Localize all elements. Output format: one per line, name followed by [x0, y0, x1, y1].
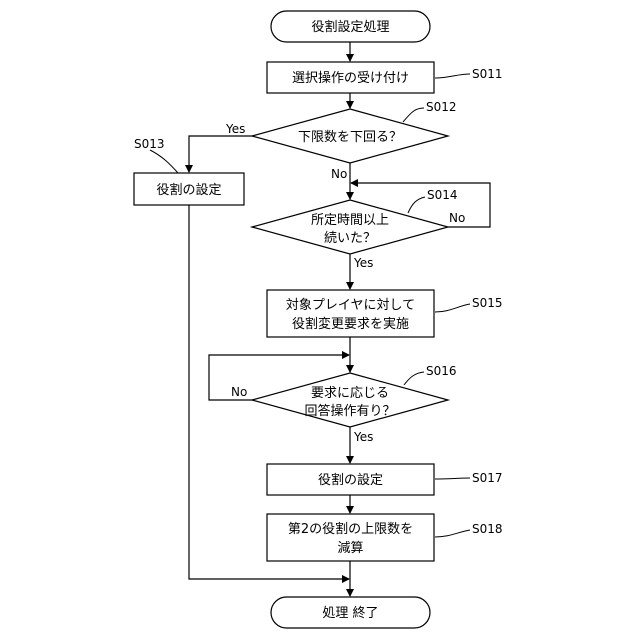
- decision-s016-label-1: 要求に応じる: [311, 386, 389, 401]
- step-label-s012: S012: [426, 100, 457, 114]
- branch-s012-yes: Yes: [225, 122, 245, 136]
- branch-s014-no: No: [449, 211, 465, 225]
- decision-s016: 要求に応じる 回答操作有り？: [252, 373, 448, 427]
- step-label-s015: S015: [472, 296, 503, 310]
- process-s015-label-1: 対象プレイヤに対して: [286, 298, 415, 313]
- end-node: 処理 終了: [271, 597, 430, 628]
- branch-s016-yes: Yes: [353, 430, 373, 444]
- process-s015: 対象プレイヤに対して 役割変更要求を実施: [267, 290, 434, 337]
- leader-s016: [404, 372, 424, 385]
- process-s018-label-1: 第2の役割の上限数を: [288, 521, 413, 537]
- branch-s012-no: No: [331, 167, 347, 181]
- process-s017-label: 役割の設定: [318, 472, 383, 488]
- leader-s015: [435, 304, 470, 312]
- leader-s012: [403, 108, 424, 122]
- process-s018-label-2: 減算: [337, 540, 363, 556]
- leader-s018: [435, 530, 470, 537]
- step-label-s018: S018: [472, 522, 503, 536]
- process-s013: 役割の設定: [134, 173, 244, 205]
- process-s013-label: 役割の設定: [156, 182, 221, 198]
- leader-s017: [435, 478, 470, 479]
- step-label-s016: S016: [426, 364, 457, 378]
- process-s015-label-2: 役割変更要求を実施: [292, 316, 409, 332]
- decision-s012: 下限数を下回る？: [252, 109, 448, 163]
- process-s011: 選択操作の受け付け: [267, 62, 434, 93]
- branch-s016-no: No: [231, 385, 247, 399]
- decision-s014-label-2: 続いた？: [324, 231, 376, 246]
- leader-s014: [408, 197, 425, 213]
- decision-s014-label-1: 所定時間以上: [311, 213, 389, 228]
- step-label-s017: S017: [472, 471, 503, 485]
- connector-s012-yes-s013: [189, 136, 252, 172]
- process-s011-label: 選択操作の受け付け: [292, 70, 409, 86]
- step-label-s013: S013: [134, 137, 165, 151]
- step-label-s014: S014: [427, 188, 458, 202]
- decision-s014: 所定時間以上 続いた？: [252, 200, 448, 254]
- process-s018: 第2の役割の上限数を 減算: [267, 514, 434, 561]
- decision-s012-label: 下限数を下回る？: [298, 130, 402, 145]
- step-label-s011: S011: [472, 67, 503, 81]
- start-label: 役割設定処理: [311, 19, 389, 35]
- decision-s016-label-2: 回答操作有り？: [304, 403, 395, 419]
- end-label: 処理 終了: [322, 605, 378, 621]
- process-s017: 役割の設定: [267, 464, 434, 495]
- leader-s013: [150, 150, 178, 173]
- leader-s011: [435, 74, 470, 78]
- branch-s014-yes: Yes: [353, 256, 373, 270]
- start-node: 役割設定処理: [271, 11, 430, 42]
